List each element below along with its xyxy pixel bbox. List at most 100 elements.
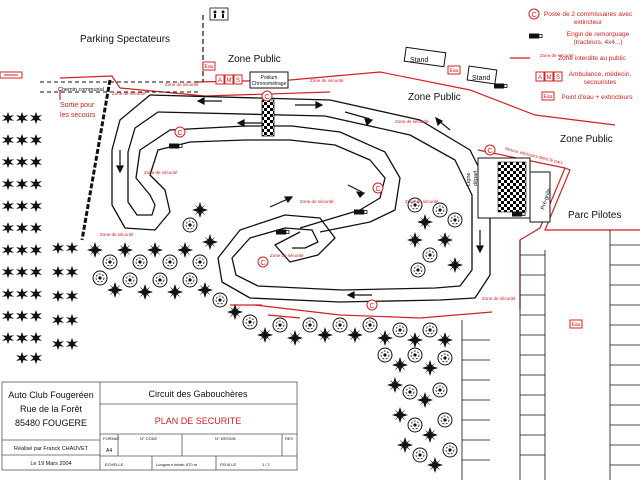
svg-text:Zone de sécurité: Zone de sécurité xyxy=(310,78,344,83)
safety-boundaries xyxy=(59,71,640,319)
stand-2: Stand xyxy=(466,65,498,85)
title-block xyxy=(1,381,298,471)
stand-2-label: Stand xyxy=(472,75,490,82)
commissaire-post-2: C xyxy=(174,126,186,138)
ligne-depart-label-2: départ xyxy=(473,170,479,186)
arrow-7 xyxy=(269,196,294,208)
track-outer-edge xyxy=(149,94,491,303)
chemin-communal-road xyxy=(0,71,200,93)
format-value: A4 xyxy=(106,448,112,454)
chronometrage-label: Chronométrage xyxy=(252,81,287,87)
commissaire-post-3: C xyxy=(484,144,496,156)
commissaire-post-6: C xyxy=(366,299,378,311)
svg-text:Zone de sécurité: Zone de sécurité xyxy=(144,170,178,175)
podium-building: Podium Chronométrage xyxy=(249,71,289,89)
sortie-secours-label-1: Sortie pour xyxy=(60,102,95,109)
svg-text:Zone de sécurité: Zone de sécurité xyxy=(100,232,134,237)
svg-text:Eau: Eau xyxy=(450,68,459,74)
svg-text:M: M xyxy=(227,78,232,84)
svg-text:Zone de sécurité: Zone de sécurité xyxy=(300,199,334,204)
track-outer-edge-2 xyxy=(111,94,386,231)
title-block-text: Auto Club Fougeréen Rue de la Forêt 8548… xyxy=(8,389,293,467)
circuit-name: Circuit des Gabouchères xyxy=(148,389,248,399)
legend-engin-2: (tracteurs, 4x4...) xyxy=(573,39,622,46)
zone-public-label-2: Zone Public xyxy=(408,92,461,103)
feuille-value: 1 / 2 xyxy=(262,462,271,467)
arrow-9 xyxy=(346,291,372,299)
commissaire-post-legend: C xyxy=(528,8,540,20)
svg-text:A: A xyxy=(538,75,542,81)
parking-spectateurs-label: Parking Spectateurs xyxy=(80,34,170,45)
svg-text:Eau: Eau xyxy=(205,64,214,70)
legend-engin-1: Engin de remorquage xyxy=(567,31,630,38)
legend-ambulance-2: secouristes xyxy=(584,79,618,86)
eau-markers: Eau Eau Eau Eau xyxy=(202,61,583,329)
ligne-depart-label-1: Ligne xyxy=(466,173,472,186)
svg-text:Zone de sécurité: Zone de sécurité xyxy=(395,119,429,124)
start-grid xyxy=(477,157,551,223)
sortie-secours-label-2: les secours xyxy=(60,112,96,119)
safety-symbols: C C C C C C C xyxy=(174,8,540,311)
svg-text:C: C xyxy=(369,303,374,310)
zone-public-label-3: Zone Public xyxy=(560,134,613,145)
arrow-5 xyxy=(116,150,124,174)
direction-arrows xyxy=(116,97,484,299)
paddock-west-bays xyxy=(461,320,490,480)
parc-pilotes-label: Parc Pilotes xyxy=(568,210,621,221)
legend-zone-interdite: Zone interdite au public xyxy=(558,55,626,62)
feuille-label: FEUILLE xyxy=(220,462,237,467)
arrow-6 xyxy=(347,184,366,198)
arrow-10 xyxy=(435,116,451,131)
paddock-bays xyxy=(519,230,640,480)
author-label: Réalisé par Franck CHAUVET xyxy=(14,446,89,452)
svg-text:Eau: Eau xyxy=(544,94,553,100)
legend-commissaires-2: extincteur xyxy=(574,19,603,26)
boundary-chemin xyxy=(59,75,121,89)
legend: Poste de 2 commissaires avec extincteur … xyxy=(544,11,633,101)
paddock-boundary-2 xyxy=(519,227,541,310)
paddock-boundary-east xyxy=(544,167,640,231)
club-name: Auto Club Fougeréen xyxy=(8,390,94,400)
date-label: Le 19 Mars 2004 xyxy=(30,461,71,467)
echelle-label: ECHELLE xyxy=(105,462,124,467)
stand-1-label: Stand xyxy=(410,57,428,64)
longueur-label: Longueur totale: 870 m xyxy=(156,462,198,467)
svg-text:C: C xyxy=(531,12,536,19)
track-inner-edge-2 xyxy=(127,111,401,223)
svg-text:Zone de sécurité: Zone de sécurité xyxy=(112,91,146,96)
legend-eau: Point d'eau + extincteurs xyxy=(561,94,633,101)
svg-text:S: S xyxy=(556,75,560,81)
plan-title: PLAN DE SECURITE xyxy=(155,416,242,426)
stand-1: Stand xyxy=(403,46,447,68)
arrow-8 xyxy=(476,230,484,254)
svg-text:Zone de sécurité: Zone de sécurité xyxy=(540,53,574,58)
arrow-1 xyxy=(236,119,262,127)
rev-label: REV xyxy=(285,436,294,441)
chemin-communal-label: Chemin communal xyxy=(58,87,104,93)
fence-west xyxy=(80,79,112,241)
podium-label: Podium xyxy=(261,75,278,81)
ams-markers: A M S A M S xyxy=(215,71,563,85)
svg-text:A: A xyxy=(218,78,222,84)
arrow-3 xyxy=(344,111,374,127)
svg-text:C: C xyxy=(264,94,269,101)
svg-text:Zone de sécurité: Zone de sécurité xyxy=(165,82,199,87)
dessin-label: N° DESSIN xyxy=(215,436,236,441)
svg-text:C: C xyxy=(177,130,182,137)
boundary-south xyxy=(254,304,493,319)
svg-text:C: C xyxy=(375,186,380,193)
restroom-icon xyxy=(209,7,229,21)
format-label: FORMAT xyxy=(103,436,120,441)
legend-commissaires-1: Poste de 2 commissaires avec xyxy=(544,11,633,18)
svg-text:M: M xyxy=(547,75,552,81)
svg-text:Eau: Eau xyxy=(572,322,581,328)
finish-line-checker xyxy=(261,99,275,137)
club-city: 85480 FOUGERE xyxy=(15,418,87,428)
commissaire-post-4: C xyxy=(372,182,384,194)
arrow-4 xyxy=(196,97,222,105)
svg-text:C: C xyxy=(487,148,492,155)
svg-text:S: S xyxy=(236,78,240,84)
zone-public-label-1: Zone Public xyxy=(228,54,281,65)
